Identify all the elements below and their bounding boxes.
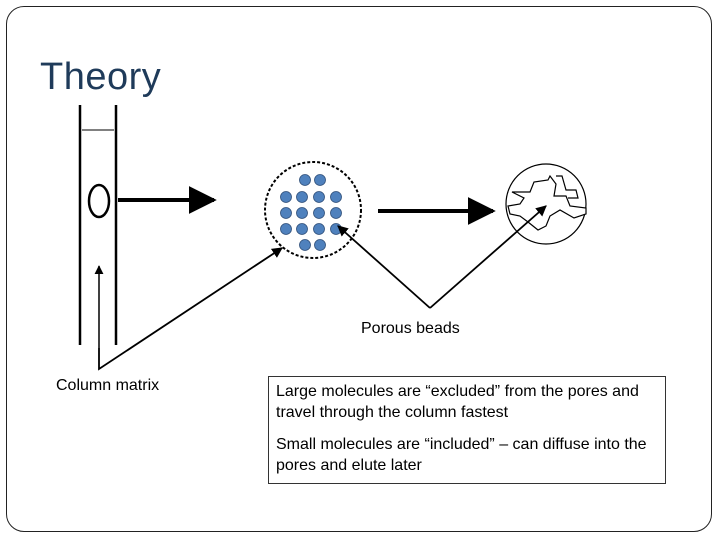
bead-dot <box>296 207 308 219</box>
bead-dot <box>280 191 292 203</box>
bead-dot <box>299 174 311 186</box>
bead-dot <box>280 223 292 235</box>
porous-beads-label: Porous beads <box>361 320 460 337</box>
bead-dot <box>314 239 326 251</box>
column-molecule <box>87 183 111 219</box>
large-molecules-text: Large molecules are “excluded” from the … <box>276 383 639 421</box>
pore-channel-upper <box>556 175 579 199</box>
bead-outline <box>264 161 362 259</box>
column <box>78 105 118 345</box>
bead-dot <box>313 191 325 203</box>
porous-beads-pointer-left <box>337 225 431 309</box>
bead-dot <box>296 223 308 235</box>
pore-channel <box>507 174 587 231</box>
bead-dot <box>313 223 325 235</box>
bead-dot <box>299 239 311 251</box>
bead-dot <box>313 207 325 219</box>
column-to-bead-pointer <box>98 247 283 371</box>
pore-outline <box>505 163 587 245</box>
pore-detail <box>505 163 587 245</box>
bead-dot <box>330 207 342 219</box>
bead-dot <box>330 223 342 235</box>
bead-dot <box>330 191 342 203</box>
porous-bead <box>264 161 362 259</box>
small-molecules-text: Small molecules are “included” – can dif… <box>276 436 647 474</box>
bead-dot <box>280 207 292 219</box>
bead-dot <box>314 174 326 186</box>
column-matrix-label: Column matrix <box>56 377 160 394</box>
description-box: Large molecules are “excluded” from the … <box>268 376 666 484</box>
slide-title: Theory <box>40 56 162 98</box>
porous-beads-pointer-right <box>429 205 547 309</box>
bead-dot <box>296 191 308 203</box>
slide-frame <box>6 6 712 532</box>
bead-dots <box>280 174 342 251</box>
